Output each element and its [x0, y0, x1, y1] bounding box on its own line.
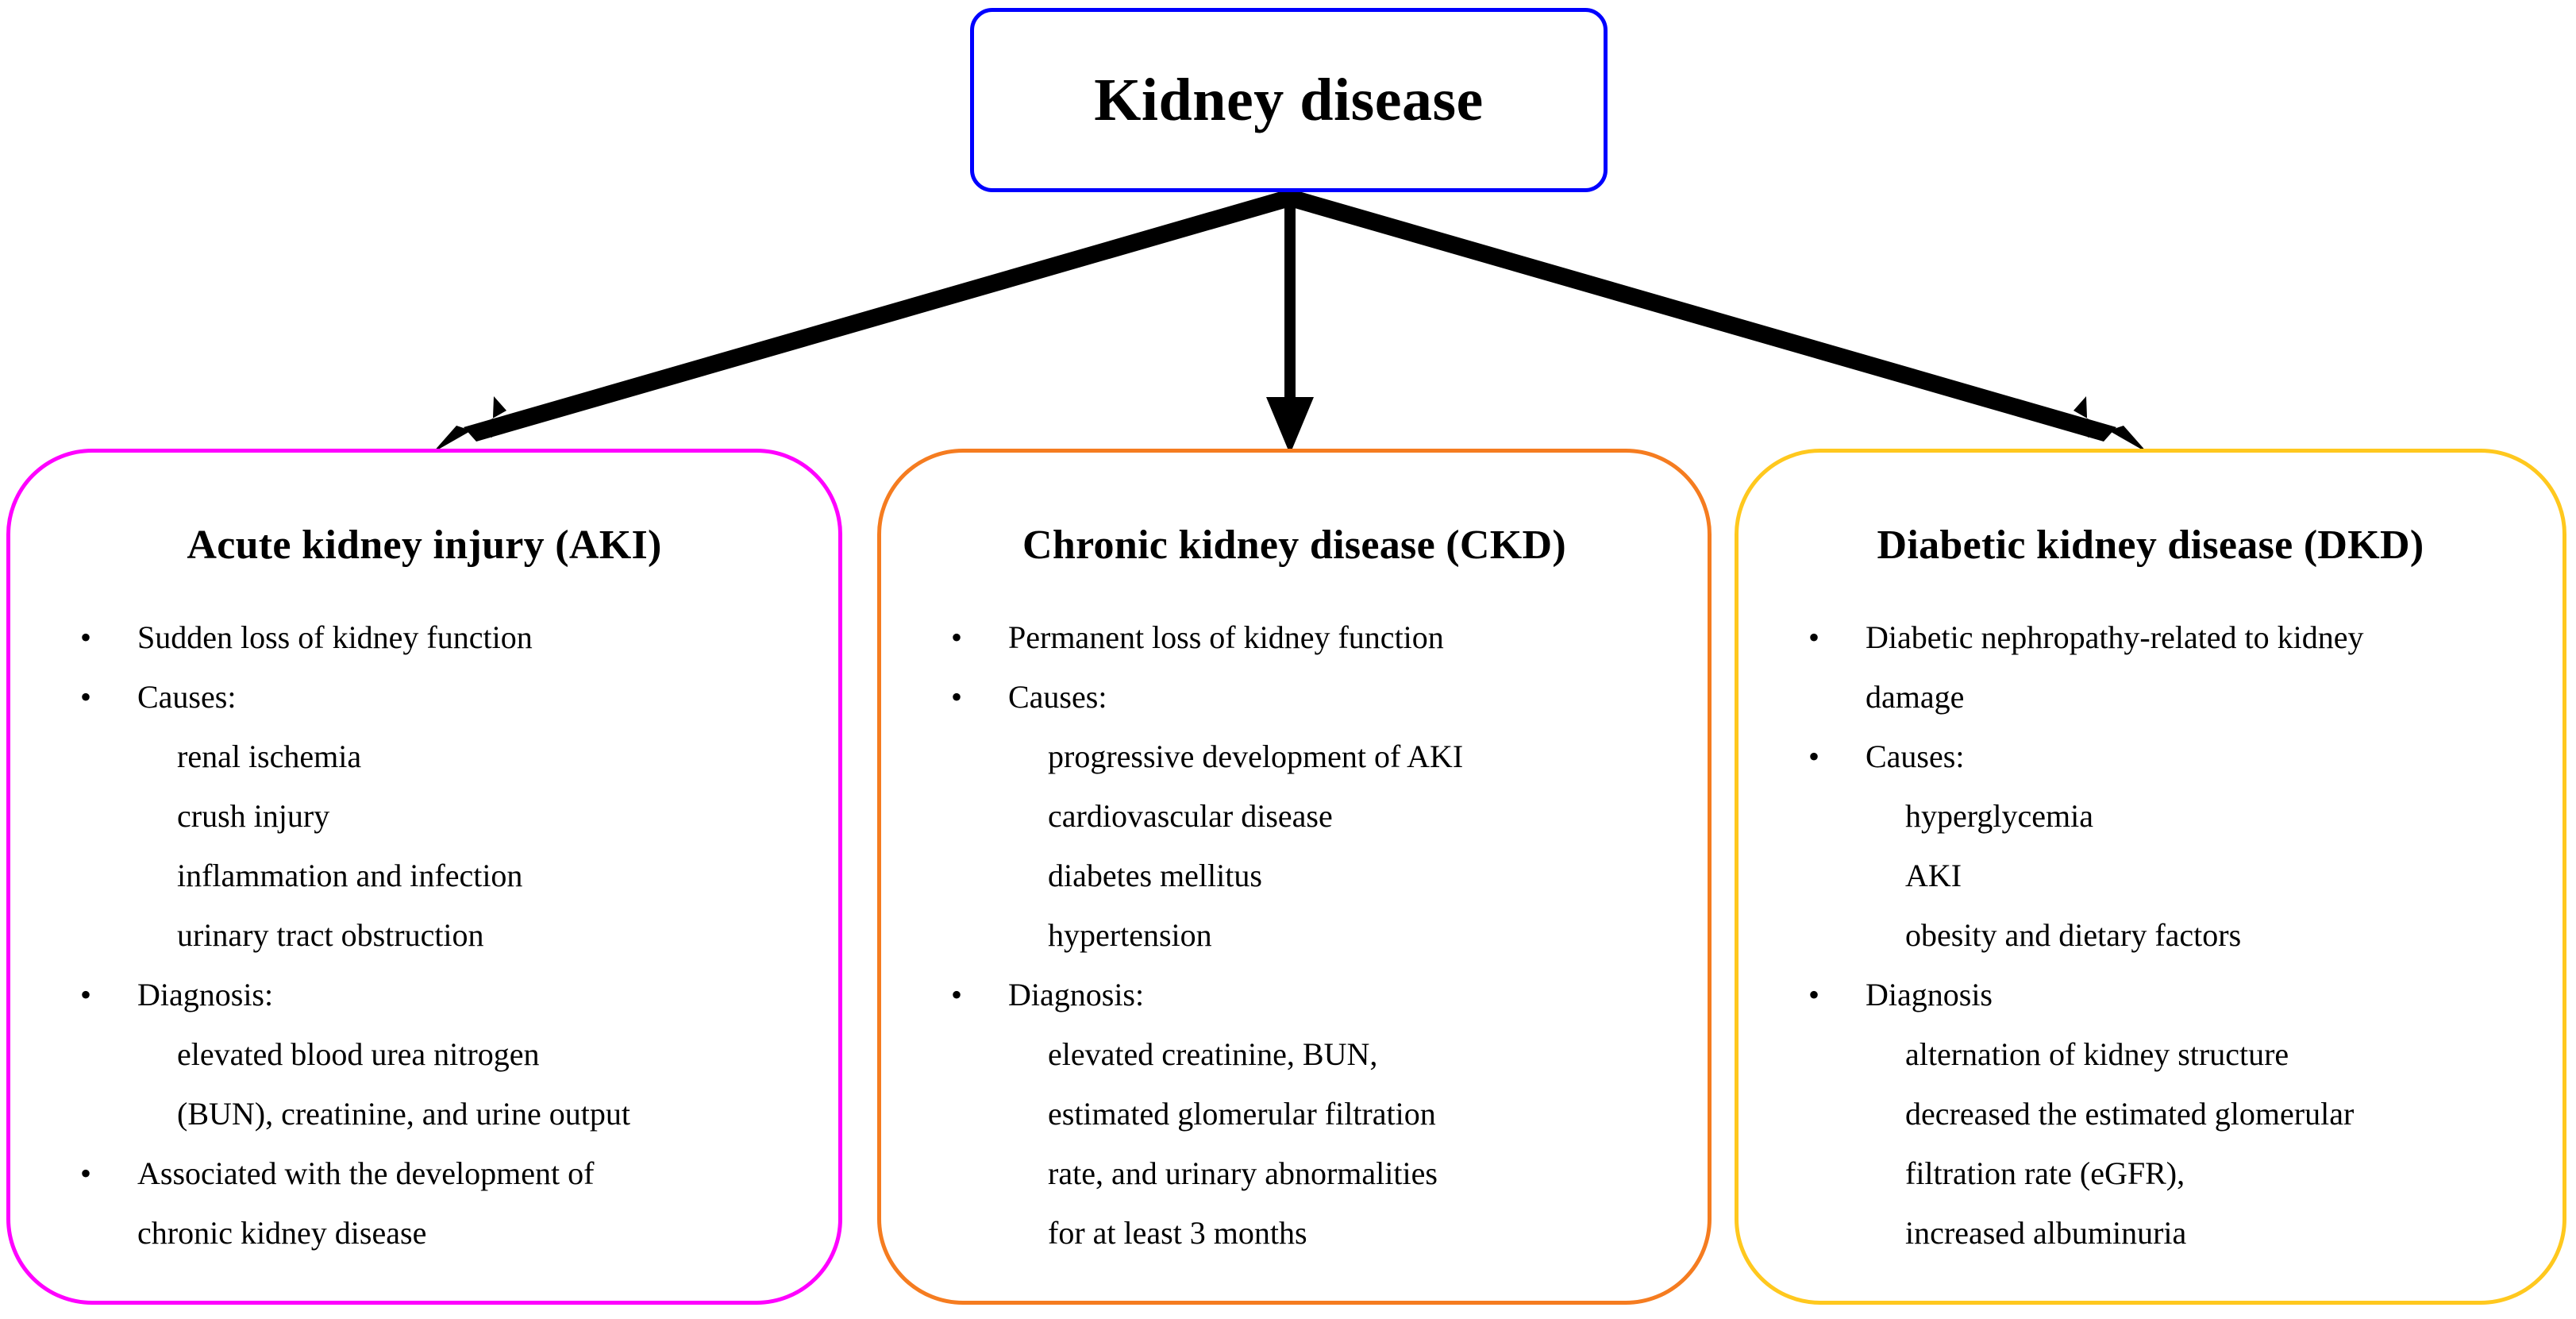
- list-item: decreased the estimated glomerular: [1905, 1096, 2355, 1132]
- bullet-icon: •: [951, 977, 963, 1012]
- bullet-icon: •: [1808, 739, 1820, 774]
- list-item-label: Diagnosis:: [137, 977, 274, 1012]
- arrow-to-dkd: [1278, 189, 2147, 453]
- bullet-icon: •: [951, 619, 963, 655]
- list-item-label: Permanent loss of kidney function: [1008, 619, 1444, 655]
- category-box-ckd: Chronic kidney disease (CKD) • Permanent…: [877, 449, 1712, 1305]
- bullet-icon: •: [80, 619, 92, 655]
- list-item-continuation: damage: [1866, 679, 1965, 715]
- list-item: • Permanent loss of kidney function: [881, 607, 1708, 667]
- list-item-continuation: chronic kidney disease: [137, 1215, 427, 1251]
- list-item-label: Sudden loss of kidney function: [137, 619, 533, 655]
- category-box-aki: Acute kidney injury (AKI) • Sudden loss …: [6, 449, 842, 1305]
- list-item-label: Associated with the development of: [137, 1155, 595, 1191]
- arrow-to-aki: [433, 189, 1302, 453]
- list-item: • Sudden loss of kidney function: [10, 607, 838, 667]
- list-item: crush injury: [177, 798, 330, 834]
- list-item: • Associated with the development of: [10, 1144, 838, 1203]
- list-item: urinary tract obstruction: [177, 917, 484, 953]
- list-item-label: Diagnosis:: [1008, 977, 1145, 1012]
- category-body-ckd: • Permanent loss of kidney function • Ca…: [881, 607, 1708, 1263]
- arrow-to-ckd: [1266, 191, 1314, 454]
- list-item: obesity and dietary factors: [1905, 917, 2242, 953]
- list-item: progressive development of AKI: [1048, 739, 1464, 774]
- category-box-dkd: Diabetic kidney disease (DKD) • Diabetic…: [1735, 449, 2566, 1305]
- list-item: (BUN), creatinine, and urine output: [177, 1096, 630, 1132]
- list-item-label: Diagnosis: [1866, 977, 1993, 1012]
- category-body-aki: • Sudden loss of kidney function • Cause…: [10, 607, 838, 1263]
- list-item: renal ischemia: [177, 739, 362, 774]
- bullet-icon: •: [1808, 977, 1820, 1012]
- list-item: AKI: [1905, 858, 1962, 893]
- list-item: • Causes:: [10, 667, 838, 727]
- root-node-kidney-disease: Kidney disease: [970, 8, 1608, 192]
- list-item: • Diagnosis:: [10, 965, 838, 1024]
- list-item: • Causes:: [1739, 727, 2563, 786]
- list-item-label: Causes:: [1866, 739, 1965, 774]
- list-item: inflammation and infection: [177, 858, 523, 893]
- bullet-icon: •: [80, 1155, 92, 1191]
- list-item: elevated creatinine, BUN,: [1048, 1036, 1378, 1072]
- list-item: increased albuminuria: [1905, 1215, 2187, 1251]
- category-title-aki: Acute kidney injury (AKI): [187, 523, 662, 568]
- list-item: • Causes:: [881, 667, 1708, 727]
- root-node-label: Kidney disease: [1094, 67, 1484, 133]
- bullet-icon: •: [80, 679, 92, 715]
- list-item: • Diabetic nephropathy-related to kidney: [1739, 607, 2563, 667]
- list-item: filtration rate (eGFR),: [1905, 1155, 2185, 1191]
- bullet-icon: •: [80, 977, 92, 1012]
- bullet-icon: •: [1808, 619, 1820, 655]
- list-item: hyperglycemia: [1905, 798, 2093, 834]
- category-title-dkd: Diabetic kidney disease (DKD): [1877, 523, 2424, 568]
- list-item-label: Causes:: [1008, 679, 1107, 715]
- bullet-icon: •: [951, 679, 963, 715]
- list-item: elevated blood urea nitrogen: [177, 1036, 540, 1072]
- category-title-ckd: Chronic kidney disease (CKD): [1022, 523, 1566, 568]
- list-item: rate, and urinary abnormalities: [1048, 1155, 1438, 1191]
- list-item: diabetes mellitus: [1048, 858, 1262, 893]
- category-body-dkd: • Diabetic nephropathy-related to kidney…: [1739, 607, 2563, 1263]
- list-item: cardiovascular disease: [1048, 798, 1333, 834]
- list-item-label: Causes:: [137, 679, 237, 715]
- list-item: alternation of kidney structure: [1905, 1036, 2289, 1072]
- list-item-label: Diabetic nephropathy-related to kidney: [1866, 619, 2364, 655]
- list-item: hypertension: [1048, 917, 1212, 953]
- list-item: • Diagnosis: [1739, 965, 2563, 1024]
- list-item: estimated glomerular filtration: [1048, 1096, 1436, 1132]
- list-item: for at least 3 months: [1048, 1215, 1307, 1251]
- list-item: • Diagnosis:: [881, 965, 1708, 1024]
